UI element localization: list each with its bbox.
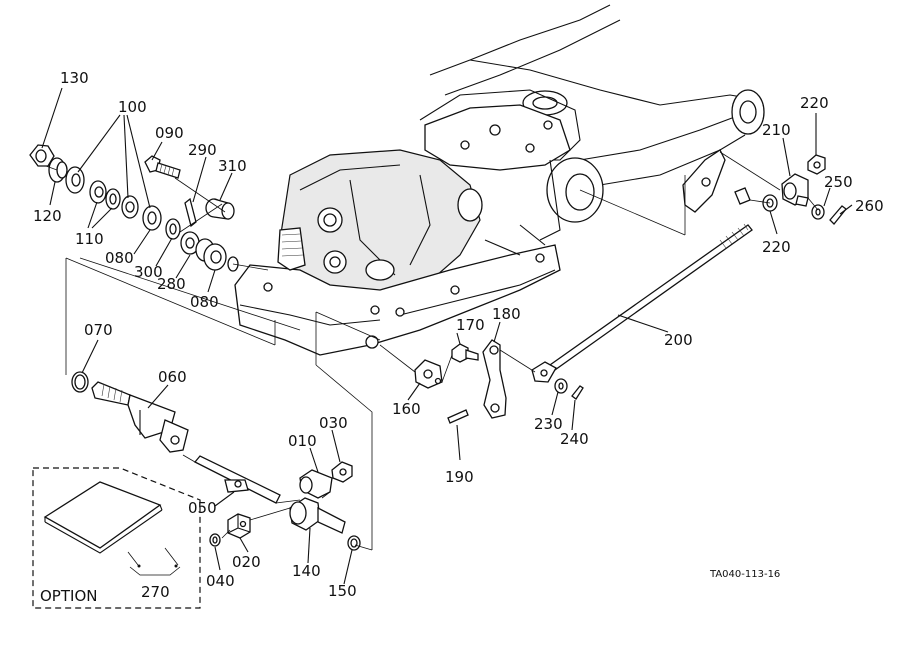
label-240: 240 [560, 430, 589, 448]
label-150: 150 [328, 582, 357, 600]
label-010: 010 [288, 432, 317, 450]
label-250: 250 [824, 173, 853, 191]
label-220-upper: 220 [800, 94, 829, 112]
label-140: 140 [292, 562, 321, 580]
label-230: 230 [534, 415, 563, 433]
part-180-lever [482, 339, 507, 419]
part-labels: 130 100 090 290 310 120 110 080 300 280 … [33, 69, 884, 605]
label-080-upper: 080 [105, 249, 134, 267]
drawing-code: TA040-113-16 [709, 569, 780, 580]
part-200-rod [531, 223, 753, 383]
label-090: 090 [155, 124, 184, 142]
label-210: 210 [762, 121, 791, 139]
part-100-washers [65, 166, 181, 240]
option-box [32, 467, 201, 609]
label-220-lower: 220 [762, 238, 791, 256]
label-070: 070 [84, 321, 113, 339]
part-280-roller [180, 231, 239, 272]
label-080-lower: 080 [190, 293, 219, 311]
part-070-o-ring [71, 371, 89, 393]
part-190-pin [447, 409, 469, 424]
label-110: 110 [75, 230, 104, 248]
label-300: 300 [134, 263, 163, 281]
option-label: OPTION [40, 587, 97, 605]
label-100: 100 [118, 98, 147, 116]
part-260-cotter-pin [829, 205, 847, 225]
part-120-spacer [48, 157, 68, 183]
label-030: 030 [319, 414, 348, 432]
label-200: 200 [664, 331, 693, 349]
label-020: 020 [232, 553, 261, 571]
label-060: 060 [158, 368, 187, 386]
label-290: 290 [188, 141, 217, 159]
label-310: 310 [218, 157, 247, 175]
part-220-nut-upper [807, 154, 826, 175]
part-130-nut [29, 144, 55, 167]
leader-lines [41, 87, 853, 585]
label-160: 160 [392, 400, 421, 418]
part-160-plate [414, 359, 443, 389]
label-190: 190 [445, 468, 474, 486]
label-280: 280 [157, 275, 186, 293]
part-210-clevis [781, 173, 809, 207]
label-130: 130 [60, 69, 89, 87]
label-040: 040 [206, 572, 235, 590]
label-180: 180 [492, 305, 521, 323]
part-250-washer [811, 204, 825, 220]
part-290-pin [184, 197, 197, 228]
part-140-shaft [289, 497, 346, 534]
part-060-shaft [91, 381, 189, 453]
part-050-rod [193, 455, 281, 504]
assembly-lines [45, 151, 819, 551]
part-240-cotter-pin [571, 385, 584, 400]
part-020-block [227, 513, 251, 539]
label-050: 050 [188, 499, 217, 517]
part-040-nut [209, 533, 221, 547]
part-150-ring [347, 535, 361, 551]
label-270: 270 [141, 583, 170, 601]
part-bracket [682, 149, 751, 213]
part-170-bolt [451, 343, 479, 363]
label-120: 120 [33, 207, 62, 225]
label-170: 170 [456, 316, 485, 334]
label-260: 260 [855, 197, 884, 215]
part-230-washer [554, 378, 568, 394]
part-090-bolt [144, 155, 181, 179]
part-010-fitting [299, 461, 353, 499]
